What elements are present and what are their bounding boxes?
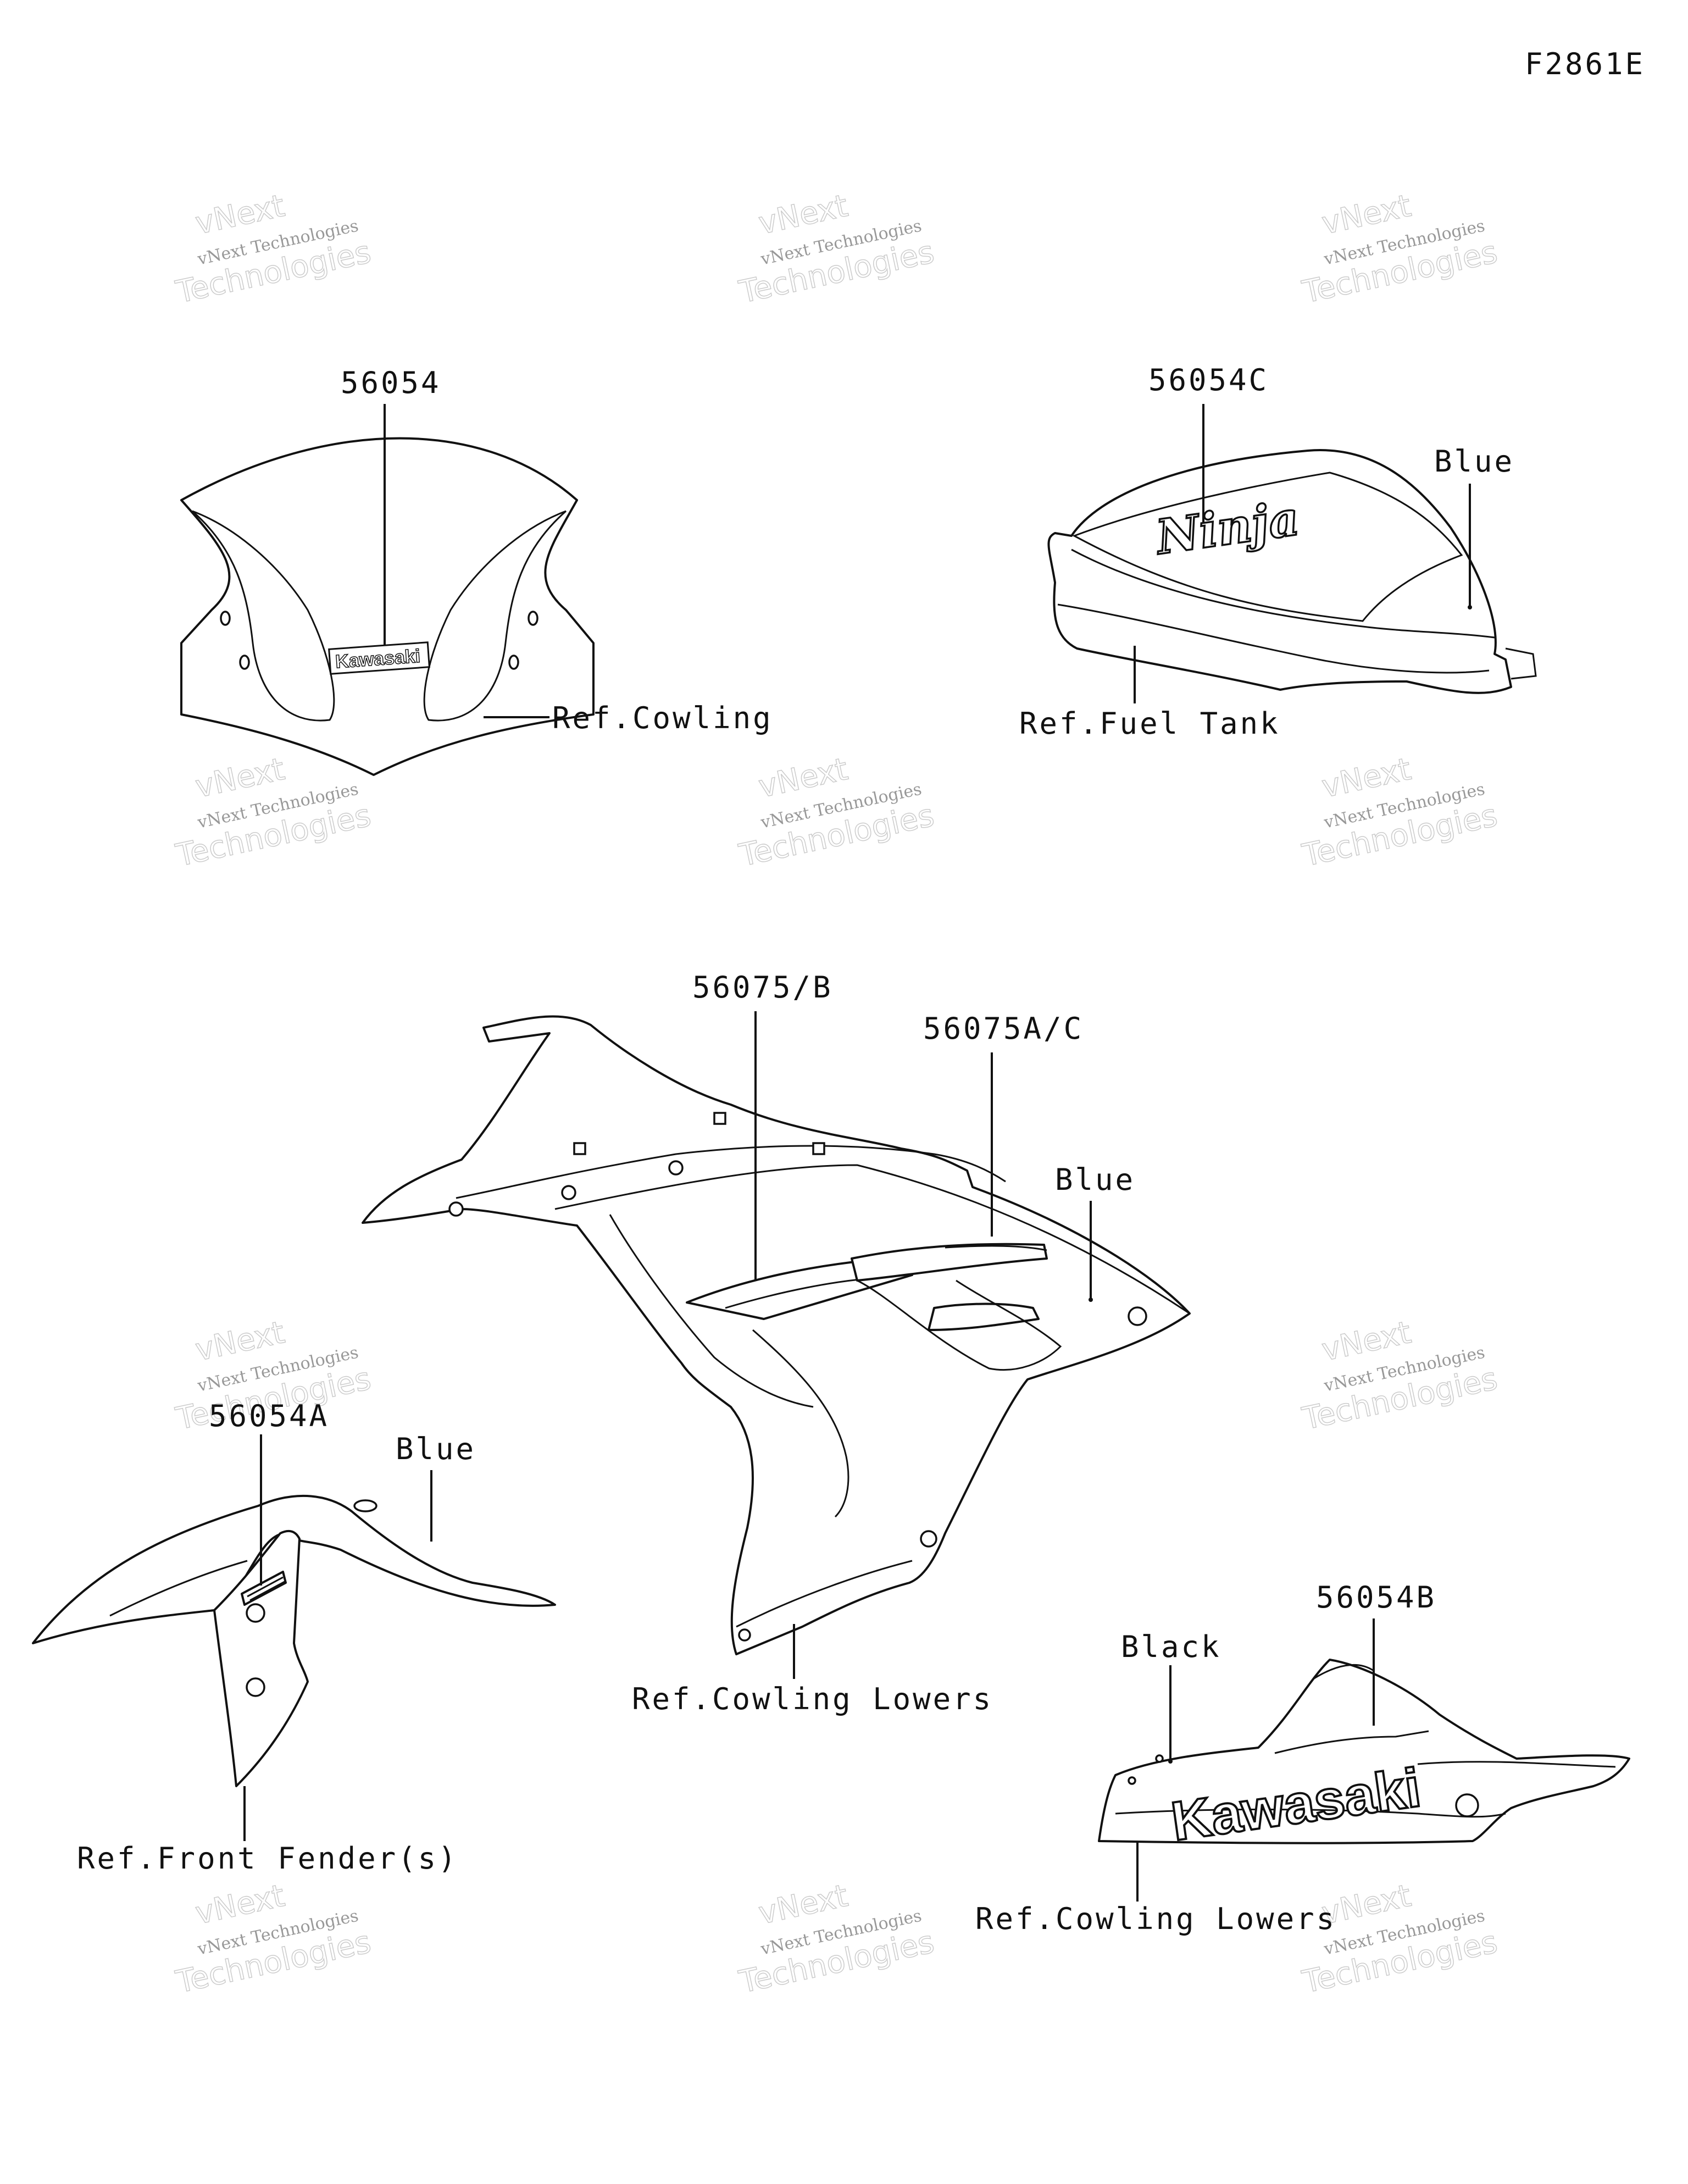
lower-cowling-bolt	[1455, 1793, 1479, 1817]
fuel-tank-mount-tab	[1505, 647, 1537, 680]
side-cowling-group: 56075/B 56075A/C Blue Ref.Cowling Lowers	[362, 970, 1191, 1716]
windshield-right-vent	[423, 510, 567, 722]
front-fender-stay	[213, 1529, 309, 1787]
side-cowling-upper-edge	[456, 1145, 1006, 1199]
lower-cowling-bolt	[1155, 1754, 1164, 1763]
cowling-clip	[573, 1142, 586, 1155]
front-fender-decal-stripes	[247, 1576, 285, 1601]
fuel-tank-part-number: 56054C	[1148, 363, 1269, 397]
front-fender-color-label: Blue	[396, 1432, 476, 1466]
cowling-color-dot	[1089, 1298, 1093, 1302]
cowling-bolt	[668, 1160, 684, 1176]
windshield-part-number: 56054	[341, 365, 441, 400]
side-cowling-inner-panel	[554, 1164, 1190, 1315]
lower-cowling-tail	[1417, 1761, 1616, 1768]
front-fender-ref-label: Ref.Front Fender(s)	[77, 1841, 458, 1876]
cowling-clip	[812, 1142, 825, 1155]
cowling-color-label: Blue	[1055, 1162, 1135, 1197]
side-cowling-lower-edge	[609, 1214, 814, 1408]
cowling-stripe-decal-upper-2	[945, 1245, 1047, 1251]
diagram-code: F2861E	[1525, 47, 1645, 81]
cowling-clip	[713, 1112, 726, 1125]
fuel-tank-outline	[1047, 449, 1512, 694]
windshield-ref-label: Ref.Cowling	[552, 701, 773, 735]
watermark: vNext vNext Technologies Technologies	[173, 1877, 375, 2000]
windshield-group: Kawasaki 56054 Ref.Cowling	[180, 365, 773, 776]
front-fender-bolt	[246, 1603, 265, 1623]
cowling-stripe-decal-upper	[851, 1243, 1048, 1282]
windshield-outline	[180, 437, 595, 776]
watermark: vNext vNext Technologies Technologies	[736, 751, 938, 874]
windshield-left-vent	[192, 510, 335, 722]
windshield-kawasaki-decal: Kawasaki	[328, 641, 430, 675]
watermark: vNext vNext Technologies Technologies	[1299, 187, 1501, 311]
cowling-bolt	[920, 1530, 937, 1548]
lower-cowling-color-dot	[1168, 1759, 1173, 1764]
watermark: vNext vNext Technologies Technologies	[736, 1877, 938, 2000]
front-fender-top-hole	[353, 1499, 377, 1512]
watermark: vNext vNext Technologies Technologies	[1299, 751, 1501, 874]
lower-cowling-outline	[1098, 1659, 1630, 1844]
lower-cowling-inner-line	[1274, 1730, 1429, 1754]
cowling-part-number-2: 56075A/C	[923, 1011, 1084, 1046]
cowling-ref-label: Ref.Cowling Lowers	[632, 1682, 993, 1716]
lower-cowling-ref-label: Ref.Cowling Lowers	[975, 1902, 1336, 1936]
fuel-tank-top-panel	[1072, 472, 1463, 622]
cowling-bolt	[448, 1201, 464, 1217]
watermark: vNext vNext Technologies Technologies	[173, 187, 375, 311]
lower-cowling-bolt	[1128, 1776, 1136, 1785]
cowling-vent-hole	[1128, 1306, 1147, 1326]
cowling-bolt	[561, 1185, 576, 1200]
windshield-bolt-hole	[220, 611, 231, 626]
watermark: vNext vNext Technologies Technologies	[1299, 1314, 1501, 1437]
lower-cowling-side-line	[1115, 1809, 1506, 1818]
fuel-tank-color-dot	[1468, 605, 1472, 609]
side-cowling-outline	[362, 1015, 1191, 1655]
windshield-bolt-hole	[508, 655, 519, 670]
side-cowling-bottom-edge	[736, 1560, 913, 1628]
lower-cowling-color-label: Black	[1121, 1629, 1221, 1664]
fuel-tank-front-ledge	[1057, 603, 1490, 674]
watermark: vNext vNext Technologies Technologies	[736, 187, 938, 311]
front-fender-group: 56054A Blue Ref.Front Fender(s)	[32, 1399, 556, 1876]
front-fender-part-number: 56054A	[209, 1399, 329, 1433]
cowling-part-number-1: 56075/B	[692, 970, 833, 1005]
fuel-tank-ref-label: Ref.Fuel Tank	[1019, 706, 1280, 741]
fuel-tank-side-crease	[1071, 548, 1495, 639]
lower-cowling-group: Kawasaki 56054B Black Ref.Cowling Lowers	[975, 1580, 1630, 1936]
cowling-bolt	[738, 1628, 751, 1642]
fuel-tank-color-label: Blue	[1434, 444, 1514, 479]
front-fender-inner-line	[109, 1560, 248, 1617]
cowling-accent-decal	[928, 1302, 1040, 1331]
front-fender-bolt	[246, 1677, 265, 1697]
windshield-bolt-hole	[528, 611, 538, 626]
lower-cowling-part-number: 56054B	[1316, 1580, 1436, 1615]
lower-cowling-top-edge	[1313, 1664, 1374, 1680]
fuel-tank-group: Ninja 56054C Blue Ref.Fuel Tank	[1019, 363, 1537, 741]
windshield-bolt-hole	[239, 655, 250, 670]
cowling-fin-shape	[857, 1279, 1062, 1371]
side-cowling-curve	[752, 1329, 849, 1518]
